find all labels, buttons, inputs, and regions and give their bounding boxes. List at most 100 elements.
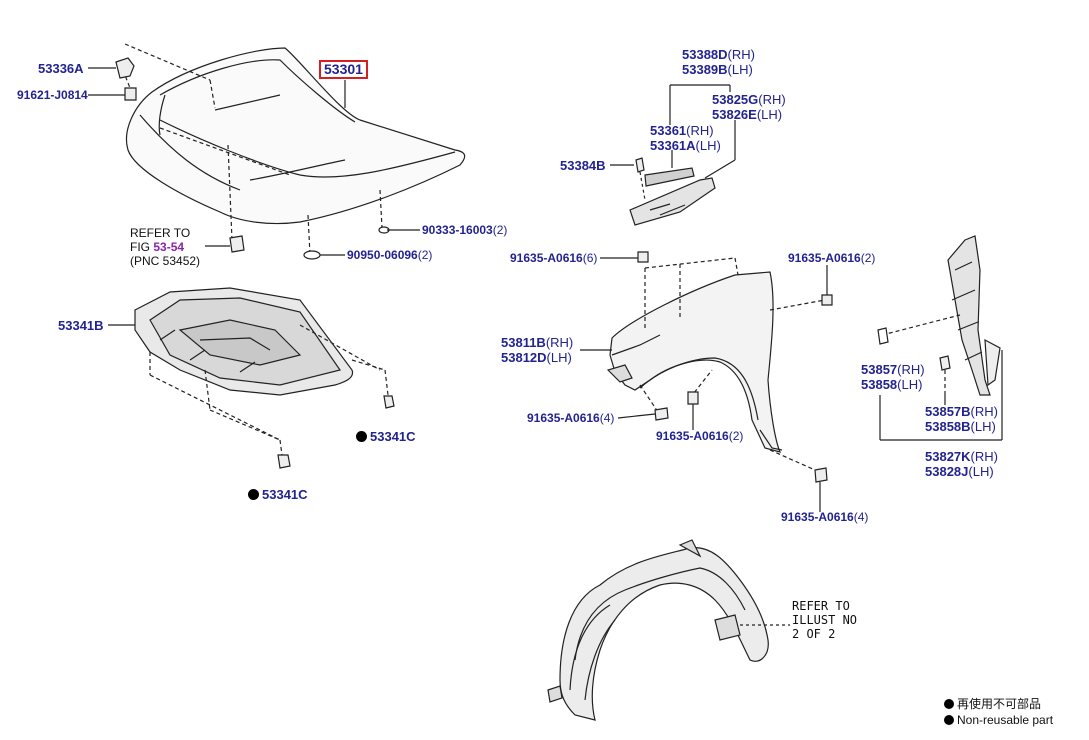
- part-number: 91635-A0616: [781, 510, 854, 524]
- part-side: (RH): [758, 92, 786, 107]
- part-qty: (2): [492, 223, 508, 237]
- part-number: 90333-16003: [422, 223, 493, 237]
- part-number: 53828J: [925, 464, 969, 479]
- legend-row-cn: 再使用不可部品: [944, 696, 1053, 712]
- part-number: 91621-J0814: [17, 88, 88, 102]
- refer-line-1: REFER TO: [130, 226, 191, 240]
- part-qty: (2): [417, 248, 433, 262]
- part-number: 53389B: [682, 62, 728, 77]
- part-number: 91635-A0616: [788, 251, 861, 265]
- part-number: 53341C: [370, 429, 416, 444]
- part-number: 53361: [650, 123, 687, 138]
- refer-illust-line-3: 2 OF 2: [792, 627, 836, 641]
- label-53336A: 53336A: [38, 61, 84, 76]
- part-number: 53827K: [925, 449, 971, 464]
- label-53858: 53858(LH): [861, 377, 922, 392]
- part-qty: (2): [728, 429, 744, 443]
- label-90950: 90950-06096(2): [347, 248, 432, 263]
- label-53341C-a: 53341C: [356, 429, 416, 444]
- part-number: 53812D: [501, 350, 547, 365]
- label-91635-4b: 91635-A0616(4): [781, 510, 868, 525]
- non-reusable-dot-icon: [944, 715, 954, 725]
- part-number: 91635-A0616: [510, 251, 583, 265]
- legend-row-en: Non-reusable part: [944, 712, 1053, 728]
- part-qty: (2): [860, 251, 876, 265]
- fender-drawing: [606, 271, 783, 453]
- part-number: 53858B: [925, 419, 971, 434]
- label-91635-4a: 91635-A0616(4): [527, 411, 614, 426]
- label-53388D: 53388D(RH): [682, 47, 755, 62]
- label-53858B: 53858B(LH): [925, 419, 996, 434]
- fender-liner-drawing: [547, 539, 769, 721]
- label-53811B: 53811B(RH): [501, 335, 573, 350]
- label-53361: 53361(RH): [650, 123, 714, 138]
- refer-line-2: FIG 53-54: [130, 240, 200, 254]
- part-number: 53857: [861, 362, 898, 377]
- label-53361A: 53361A(LH): [650, 138, 721, 153]
- part-number: 53341C: [262, 487, 308, 502]
- label-53827K: 53827K(RH): [925, 449, 998, 464]
- non-reusable-dot-icon: [248, 489, 259, 500]
- refer-illust-note: REFER TO ILLUST NO 2 OF 2: [792, 599, 857, 641]
- part-number: 91635-A0616: [656, 429, 729, 443]
- label-53857: 53857(RH): [861, 362, 925, 377]
- part-number: 53826E: [712, 107, 757, 122]
- label-53812D: 53812D(LH): [501, 350, 572, 365]
- label-91635-2a: 91635-A0616(2): [788, 251, 875, 266]
- legend-text-cn: 再使用不可部品: [957, 697, 1042, 711]
- part-number: 53825G: [712, 92, 759, 107]
- part-qty: (4): [599, 411, 615, 425]
- hood-insulator-drawing: [134, 287, 354, 396]
- part-side: (RH): [545, 335, 574, 350]
- clip-53336A-drawing: [115, 57, 135, 79]
- part-side: (LH): [897, 377, 923, 392]
- label-91621: 91621-J0814: [17, 88, 88, 103]
- label-53301-highlighted[interactable]: 53301: [319, 60, 368, 79]
- part-number: 53301: [324, 61, 363, 77]
- part-side: (LH): [970, 419, 996, 434]
- refer-line-3: (PNC 53452): [130, 254, 201, 268]
- label-53341B: 53341B: [58, 318, 104, 333]
- label-53341C-b: 53341C: [248, 487, 308, 502]
- label-53826E: 53826E(LH): [712, 107, 782, 122]
- label-91635-6: 91635-A0616(6): [510, 251, 597, 266]
- part-qty: (6): [582, 251, 598, 265]
- hood-leader-lines: [122, 43, 383, 256]
- part-qty: (4): [853, 510, 869, 524]
- label-53857B: 53857B(RH): [925, 404, 998, 419]
- refer-fig-note: REFER TO FIG 53-54 (PNC 53452): [130, 226, 200, 268]
- part-number: 53811B: [501, 335, 546, 350]
- legend-text-en: Non-reusable part: [957, 713, 1054, 727]
- part-side: (LH): [756, 107, 783, 122]
- bolt-91621-drawing: [124, 87, 137, 101]
- label-90333: 90333-16003(2): [422, 223, 507, 238]
- part-side: (LH): [546, 350, 572, 365]
- part-number: 53341B: [58, 318, 104, 333]
- part-number: 53858: [861, 377, 898, 392]
- part-number: 53384B: [560, 158, 606, 173]
- non-reusable-dot-icon: [944, 699, 954, 709]
- part-side: (RH): [970, 449, 998, 464]
- part-number: 53336A: [38, 61, 84, 76]
- fig-prefix: FIG: [130, 240, 154, 254]
- label-53828J: 53828J(LH): [925, 464, 994, 479]
- legend: 再使用不可部品 Non-reusable part: [944, 696, 1053, 728]
- part-number: 53388D: [682, 47, 728, 62]
- label-53389B: 53389B(LH): [682, 62, 753, 77]
- part-side: (LH): [968, 464, 994, 479]
- hood-drawing: [126, 47, 466, 225]
- part-side: (RH): [897, 362, 925, 377]
- part-number: 90950-06096: [347, 248, 418, 262]
- label-91635-2b: 91635-A0616(2): [656, 429, 743, 444]
- part-side: (RH): [970, 404, 998, 419]
- label-53825G: 53825G(RH): [712, 92, 786, 107]
- garnish-drawing: [629, 167, 716, 226]
- fig-link[interactable]: 53-54: [153, 240, 185, 254]
- apron-seal-drawing: [947, 235, 1001, 396]
- part-side: (RH): [727, 47, 755, 62]
- part-number: 91635-A0616: [527, 411, 600, 425]
- part-number: 53857B: [925, 404, 971, 419]
- part-number: 53361A: [650, 138, 696, 153]
